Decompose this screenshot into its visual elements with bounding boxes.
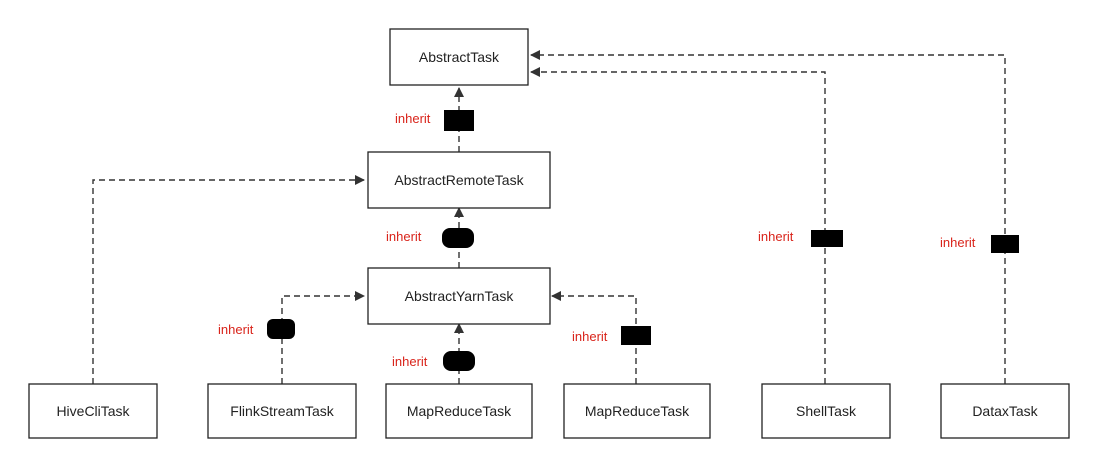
redaction-block [444, 110, 474, 131]
node-datax-task: DataxTask [940, 383, 1070, 439]
node-shell-task: ShellTask [761, 383, 891, 439]
node-abstract-task-label: AbstractTask [419, 49, 500, 65]
redaction-block [267, 319, 295, 339]
redaction-block [811, 230, 843, 247]
edge-label-remote-to-task: inherit [395, 110, 474, 131]
edge-mapreduce2-to-yarn [551, 291, 637, 384]
edge-label-mapreduce1-to-yarn: inherit [392, 351, 475, 371]
edge-label-mapreduce2-to-yarn: inherit [572, 326, 651, 345]
redaction-block [442, 228, 474, 248]
redaction-block [443, 351, 475, 371]
node-flink-stream-task-label: FlinkStreamTask [230, 403, 334, 419]
node-abstract-yarn-task: AbstractYarnTask [367, 267, 551, 325]
node-abstract-remote-task: AbstractRemoteTask [367, 151, 551, 209]
node-mapreduce-task-1: MapReduceTask [385, 383, 533, 439]
node-abstract-remote-task-label: AbstractRemoteTask [394, 172, 524, 188]
edge-shell-to-abstract [530, 67, 826, 384]
node-abstract-yarn-task-label: AbstractYarnTask [405, 288, 515, 304]
edge-label-flink-to-yarn: inherit [218, 319, 295, 339]
redaction-block [621, 326, 651, 345]
node-mapreduce-task-2: MapReduceTask [563, 383, 711, 439]
redaction-block [991, 235, 1019, 253]
node-hive-cli-task-label: HiveCliTask [56, 403, 130, 419]
edge-label-datax-to-task: inherit [940, 235, 1019, 253]
edge-label-shell-to-task: inherit [758, 229, 843, 247]
node-flink-stream-task: FlinkStreamTask [207, 383, 357, 439]
node-abstract-task: AbstractTask [389, 28, 529, 86]
edge-label-shell-to-task-text: inherit [758, 229, 794, 244]
edge-label-datax-to-task-text: inherit [940, 235, 976, 250]
node-mapreduce-task-1-label: MapReduceTask [407, 403, 512, 419]
edge-flink-to-yarn [281, 291, 365, 384]
edge-datax-to-abstract [530, 50, 1006, 384]
edge-label-mapreduce2-to-yarn-text: inherit [572, 329, 608, 344]
edge-label-remote-to-task-text: inherit [395, 111, 431, 126]
node-mapreduce-task-2-label: MapReduceTask [585, 403, 690, 419]
edge-label-yarn-to-remote-text: inherit [386, 229, 422, 244]
node-datax-task-label: DataxTask [972, 403, 1038, 419]
edge-label-mapreduce1-to-yarn-text: inherit [392, 354, 428, 369]
edge-label-flink-to-yarn-text: inherit [218, 322, 254, 337]
node-hive-cli-task: HiveCliTask [28, 383, 158, 439]
edge-label-yarn-to-remote: inherit [386, 228, 474, 248]
node-shell-task-label: ShellTask [796, 403, 857, 419]
edge-hivecli-to-remote [92, 175, 365, 384]
